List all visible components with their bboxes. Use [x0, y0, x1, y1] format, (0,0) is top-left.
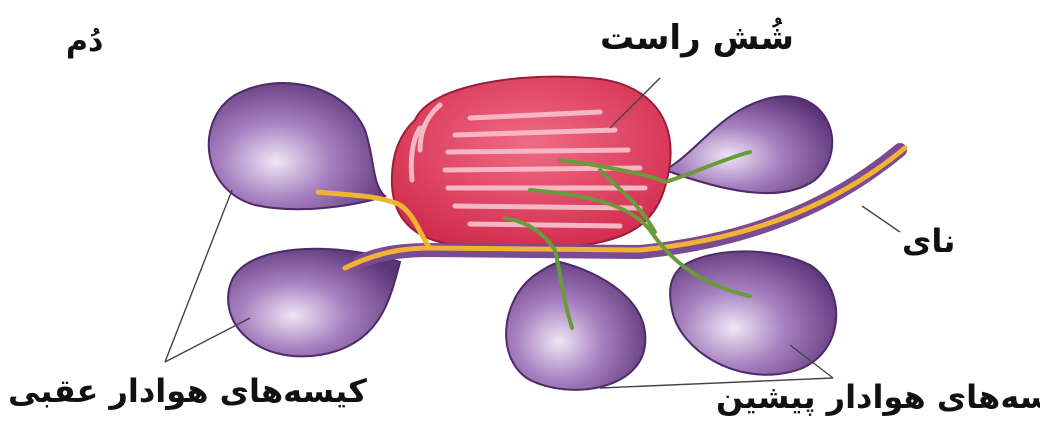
label-trachea: نای: [902, 222, 955, 260]
anterior-air-sac-upper: [665, 96, 832, 193]
anterior-air-sac-lower-middle: [506, 262, 645, 390]
right-lung: [392, 77, 671, 246]
label-posterior-air-sacs: کیسه‌های هوادار عقبی: [8, 372, 367, 410]
label-anterior-air-sacs: کیسه‌های هوادار پیشین: [716, 378, 1040, 416]
posterior-air-sac-upper: [209, 83, 385, 209]
label-right-lung: شُش راست: [600, 18, 794, 58]
posterior-air-sac-lower: [228, 249, 400, 357]
anterior-air-sac-lower-right: [670, 251, 836, 374]
label-tail: دُم: [66, 24, 103, 59]
